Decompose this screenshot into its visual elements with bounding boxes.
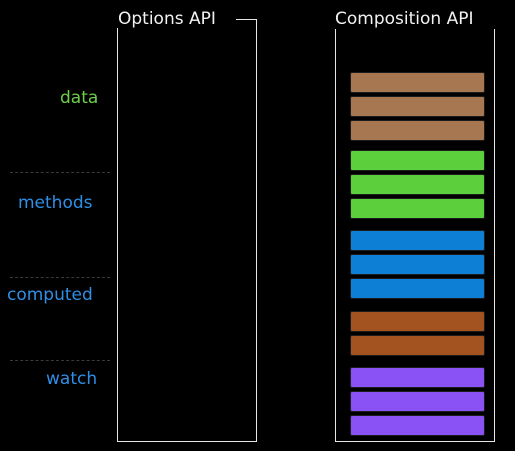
composition-block-computed [350, 230, 485, 251]
composition-block-methods [350, 150, 485, 171]
section-divider [10, 360, 110, 361]
composition-block-data [350, 96, 485, 117]
composition-block-brown [350, 311, 485, 332]
composition-api-heading: Composition API [335, 9, 474, 29]
composition-block-data [350, 120, 485, 141]
composition-block-methods [350, 198, 485, 219]
composition-block-watch [350, 391, 485, 412]
row-label-data: data [60, 88, 99, 108]
row-label-computed: computed [7, 285, 93, 305]
composition-block-watch [350, 367, 485, 388]
options-api-heading: Options API [118, 9, 216, 29]
row-label-methods: methods [18, 193, 93, 213]
section-divider [10, 172, 110, 173]
composition-block-data [350, 72, 485, 93]
composition-block-watch [350, 415, 485, 436]
section-divider [10, 277, 110, 278]
composition-block-methods [350, 174, 485, 195]
composition-frame-bottom [335, 441, 495, 442]
composition-frame-right [494, 29, 495, 442]
options-frame-bottom [117, 441, 257, 442]
options-frame-right [256, 19, 257, 442]
options-frame-left [117, 28, 118, 442]
options-frame-top-connector [236, 19, 256, 20]
composition-block-computed [350, 278, 485, 299]
row-label-watch: watch [46, 369, 98, 389]
composition-block-computed [350, 254, 485, 275]
composition-block-brown [350, 335, 485, 356]
composition-frame-left [335, 29, 336, 442]
